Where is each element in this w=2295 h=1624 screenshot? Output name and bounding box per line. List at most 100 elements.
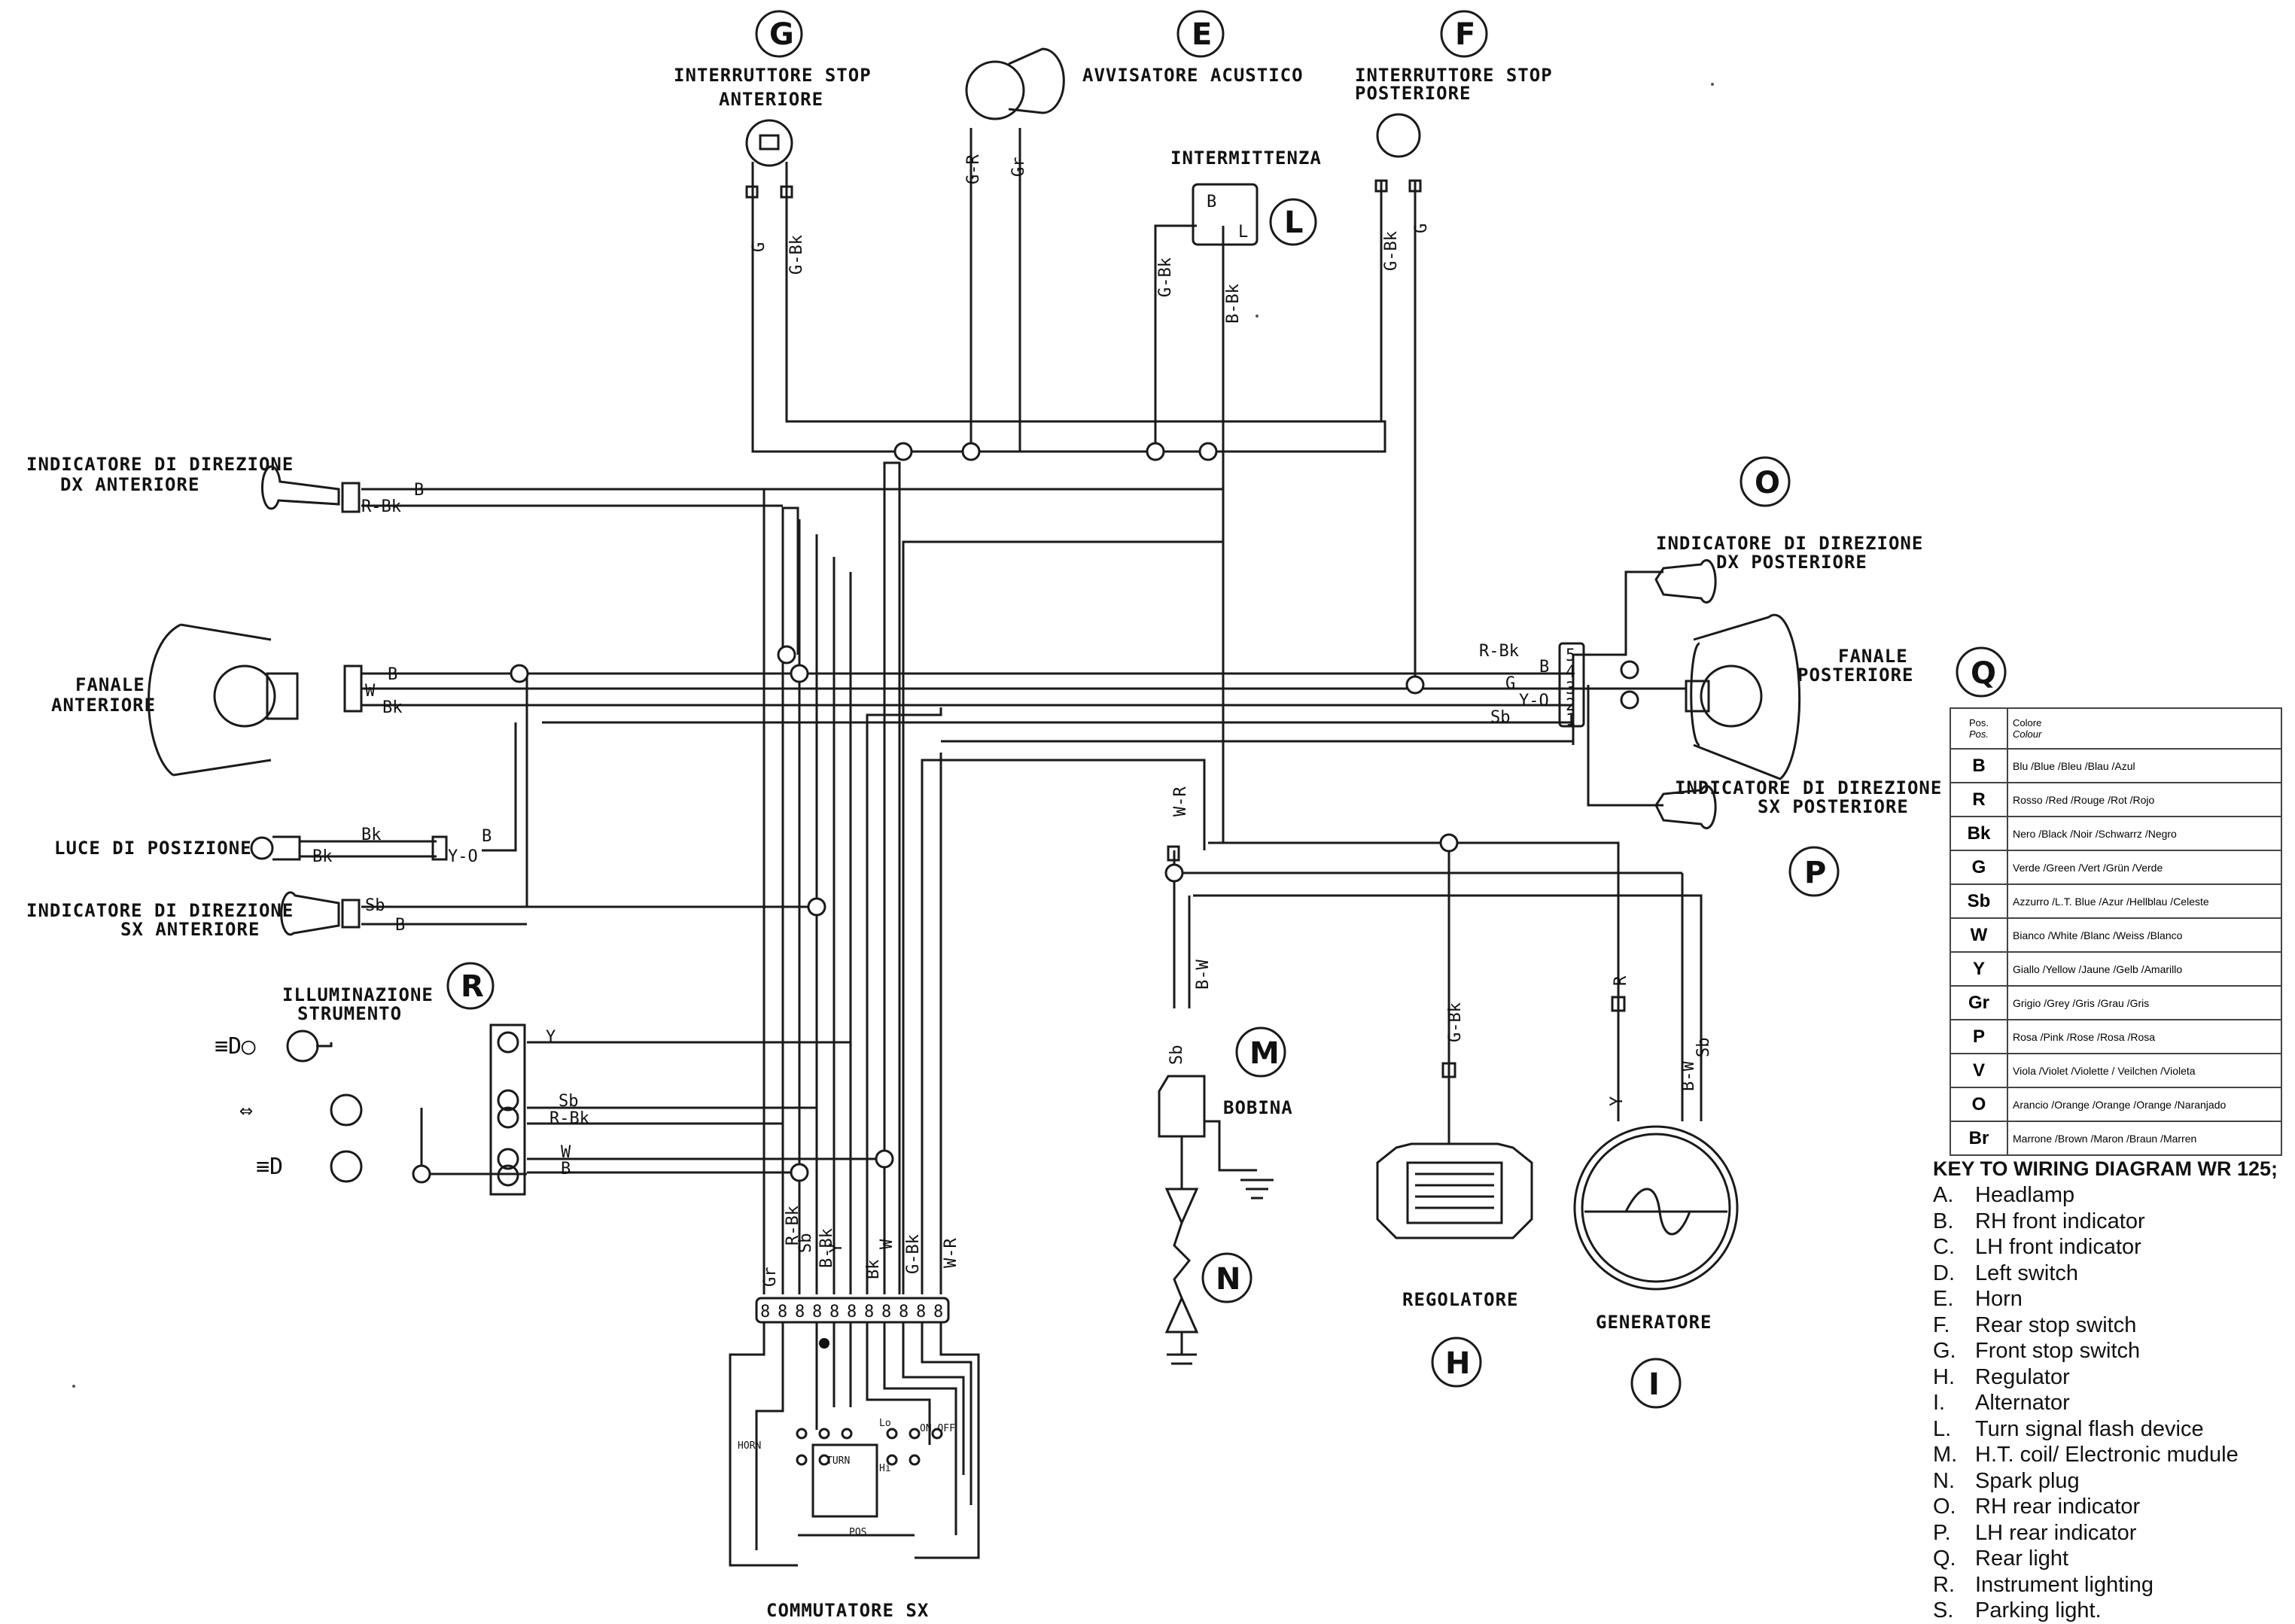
turn-indicator-icon: ⇔ bbox=[239, 1097, 253, 1124]
key-item-text: Horn bbox=[1975, 1287, 2023, 1311]
parking-wire-bk1: Bk bbox=[361, 826, 382, 844]
key-item-letter: I. bbox=[1933, 1391, 1946, 1415]
high-beam-icon: ≡D◯ bbox=[215, 1033, 256, 1060]
switch-pin-11: 8 bbox=[933, 1303, 943, 1321]
spark-plug-letter: N bbox=[1216, 1262, 1240, 1297]
key-item-text: RH rear indicator bbox=[1975, 1495, 2141, 1519]
switch-wire-sb: Sb bbox=[796, 1233, 815, 1254]
lh-front-indicator-label-1: INDICATORE DI DIREZIONE bbox=[26, 900, 294, 921]
switch-wire-gr: Gr bbox=[761, 1267, 780, 1288]
key-item-text: Rear light bbox=[1975, 1546, 2069, 1571]
horn-wire-gr2: Gr bbox=[1009, 157, 1028, 178]
headlamp-wire-b: B bbox=[388, 665, 397, 684]
colour-names: Grigio /Grey /Gris /Grau /Gris bbox=[2007, 985, 2282, 1020]
switch-pin-10: 8 bbox=[916, 1303, 926, 1321]
header-pos-1: Pos. bbox=[1968, 717, 1989, 728]
key-item-letter: G. bbox=[1933, 1339, 1956, 1363]
flasher-wire-gbk: G-Bk bbox=[1156, 257, 1175, 297]
switch-pin-2: 8 bbox=[778, 1303, 787, 1321]
coil-wire-wr: W-R bbox=[1171, 786, 1190, 817]
key-item: O. RH rear indicator bbox=[1933, 1494, 2278, 1520]
rear-wire-yo: Y-O bbox=[1519, 692, 1549, 710]
lh-front-wire-sb: Sb bbox=[365, 896, 385, 915]
key-item: P. LH rear indicator bbox=[1933, 1520, 2278, 1546]
key-item-text: LH rear indicator bbox=[1975, 1520, 2137, 1545]
coil-wire-sb: Sb bbox=[1167, 1045, 1186, 1066]
coil-wire-bw: B-W bbox=[1194, 959, 1213, 990]
alternator-wire-y: Y bbox=[1608, 1096, 1627, 1106]
key-item-text: RH front indicator bbox=[1975, 1209, 2145, 1233]
front-stop-wire-g: G bbox=[750, 242, 769, 252]
regulator-wire-gbk: G-Bk bbox=[1446, 1002, 1465, 1042]
rear-stop-switch-label-1: INTERRUTTORE STOP bbox=[1355, 65, 1553, 86]
colour-code: O bbox=[1950, 1087, 2008, 1122]
colour-code: P bbox=[1950, 1019, 2008, 1054]
front-stop-switch-letter: G bbox=[769, 17, 794, 52]
wiring-key: KEY TO WIRING DIAGRAM WR 125; A.Headlamp… bbox=[1933, 1157, 2278, 1624]
switch-pin-5: 8 bbox=[829, 1303, 839, 1321]
rear-stop-wire-gbk: G-Bk bbox=[1382, 231, 1401, 271]
colour-names: Verde /Green /Vert /Grün /Verde bbox=[2007, 850, 2282, 885]
colour-names: Bianco /White /Blanc /Weiss /Blanco bbox=[2007, 917, 2282, 953]
switch-connector-pins: 8 8 8 8 8 8 8 8 8 8 8 bbox=[760, 1303, 943, 1321]
colour-names: Rosa /Pink /Rose /Rosa /Rosa bbox=[2007, 1019, 2282, 1054]
flasher-wire-bbk: B-Bk bbox=[1224, 284, 1243, 324]
instrument-lighting-label-1: ILLUMINAZIONE bbox=[282, 984, 434, 1005]
horn-wire-gr: G-R bbox=[964, 154, 983, 184]
front-stop-switch-label-2: ANTERIORE bbox=[719, 89, 823, 110]
switch-pin-9: 8 bbox=[899, 1303, 909, 1321]
flasher-letter: L bbox=[1284, 205, 1304, 240]
colour-code: R bbox=[1950, 782, 2008, 817]
rear-stop-switch-label-2: POSTERIORE bbox=[1355, 83, 1472, 104]
ht-coil: M BOBINA W-R B-W Sb bbox=[1158, 786, 1292, 1200]
lh-front-wire-b: B bbox=[395, 916, 405, 935]
key-item: M.H.T. coil/ Electronic mudule bbox=[1933, 1442, 2278, 1468]
headlamp-label-1: FANALE bbox=[75, 674, 145, 695]
rear-stop-switch: F INTERRUTTORE STOP POSTERIORE G-Bk G bbox=[1355, 10, 1553, 271]
rear-pin-5: 1 bbox=[1566, 711, 1575, 730]
header-pos-2: Pos. bbox=[1968, 728, 1989, 740]
colour-names: Arancio /Orange /Orange /Orange /Naranja… bbox=[2007, 1087, 2282, 1122]
switch-horn-label: HORN bbox=[738, 1440, 761, 1452]
key-item-letter: E. bbox=[1933, 1287, 1954, 1311]
key-item-letter: P. bbox=[1933, 1520, 1951, 1545]
flasher-pin-l: L bbox=[1238, 223, 1248, 242]
switch-pin-7: 8 bbox=[864, 1303, 874, 1321]
headlamp-label-2: ANTERIORE bbox=[51, 695, 156, 716]
front-stop-switch-label-1: INTERRUTTORE STOP bbox=[674, 65, 872, 86]
header-colour-1: Colore bbox=[2013, 717, 2042, 728]
key-item: L.Turn signal flash device bbox=[1933, 1416, 2278, 1443]
colour-code: B bbox=[1950, 748, 2008, 783]
instr-wire-rbk: R-Bk bbox=[549, 1109, 589, 1128]
key-item-letter: O. bbox=[1933, 1495, 1956, 1519]
alternator-wire-bw: B-W bbox=[1679, 1061, 1698, 1091]
switch-wire-w: W bbox=[878, 1239, 896, 1249]
alternator: I GENERATORE R Y B-W Sb bbox=[1573, 975, 1739, 1409]
colour-names: Marrone /Brown /Maron /Braun /Marren bbox=[2007, 1121, 2282, 1156]
lh-rear-indicator: P INDICATORE DI DIREZIONE SX POSTERIORE bbox=[1654, 777, 1941, 897]
rh-front-indicator-label-2: DX ANTERIORE bbox=[60, 474, 199, 495]
switch-wire-y: Y bbox=[827, 1243, 846, 1253]
key-item: S.Parking light. bbox=[1933, 1598, 2278, 1624]
instr-wire-w: W bbox=[561, 1143, 571, 1162]
colour-table-header: Pos. Pos. Colore Colour bbox=[1950, 707, 2282, 750]
rear-wire-g: G bbox=[1505, 674, 1515, 693]
switch-pin-1: 8 bbox=[760, 1303, 770, 1321]
switch-pin-6: 8 bbox=[847, 1303, 857, 1321]
rh-rear-indicator-letter: O bbox=[1755, 466, 1780, 500]
colour-names: Blu /Blue /Bleu /Blau /Azul bbox=[2007, 748, 2282, 783]
rear-pin-3: 3 bbox=[1566, 680, 1575, 698]
key-item: H.Regulator bbox=[1933, 1364, 2278, 1391]
key-item-letter: F. bbox=[1933, 1312, 1950, 1337]
parking-light: LUCE DI POSIZIONE Bk Bk B Y-O bbox=[54, 826, 492, 866]
horn-label: AVVISATORE ACUSTICO bbox=[1082, 65, 1304, 86]
switch-lo-label: Lo bbox=[879, 1418, 891, 1429]
key-item-letter: S. bbox=[1933, 1598, 1954, 1622]
key-item: D.Left switch bbox=[1933, 1261, 2278, 1287]
